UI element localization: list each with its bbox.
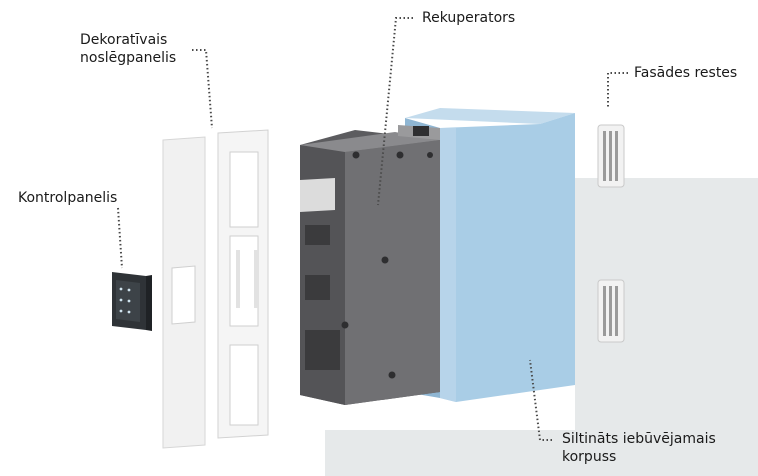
facade-grille-top [597, 124, 625, 188]
label-kontrolpanelis: Kontrolpanelis [18, 190, 118, 206]
recuperator-unit [300, 125, 440, 405]
label-korpuss: Siltināts iebūvējamais korpuss [562, 431, 716, 465]
decorative-panel-frame [217, 129, 269, 439]
leader-kontrolpanelis [117, 207, 123, 269]
facade-grille-bottom [597, 279, 625, 343]
leader-fasades [607, 72, 628, 108]
leader-korpuss [529, 359, 552, 441]
leader-dekorativais [192, 49, 213, 129]
label-dekorativais-panelis: Dekoratīvais noslēgpanelis [80, 32, 177, 66]
control-panel [112, 272, 152, 331]
leader-rekuperators [377, 17, 413, 206]
label-fasades-restes: Fasādes restes [634, 65, 738, 81]
decorative-panel-solid [162, 136, 206, 449]
label-rekuperators: Rekuperators [422, 10, 516, 26]
wall-background [325, 178, 758, 476]
